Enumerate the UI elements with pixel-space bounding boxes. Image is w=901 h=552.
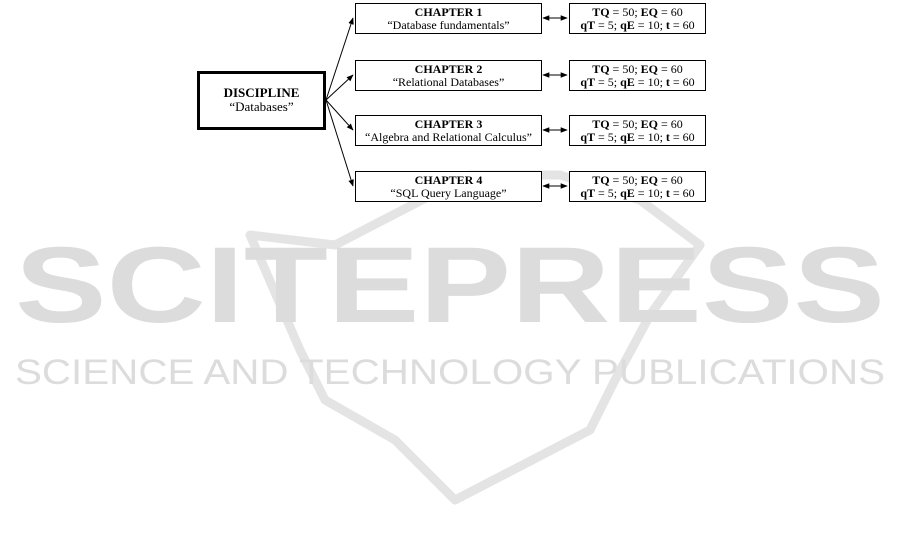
- param-symbol: t: [665, 186, 670, 200]
- chapter-title: CHAPTER 2: [414, 62, 483, 76]
- param-value: = 60: [669, 130, 695, 144]
- param-symbol: TQ: [592, 5, 610, 19]
- param-symbol: TQ: [592, 117, 610, 131]
- chapter-title: CHAPTER 1: [414, 5, 483, 19]
- param-value: = 5;: [595, 75, 621, 89]
- param-symbol: qE: [620, 18, 635, 32]
- param-value: = 50;: [609, 5, 641, 19]
- param-symbol: t: [665, 130, 670, 144]
- param-symbol: EQ: [640, 117, 658, 131]
- param-symbol: t: [665, 75, 670, 89]
- params-line-2: qT = 5; qE = 10; t = 60: [570, 187, 705, 200]
- params-box-1: TQ = 50; EQ = 60 qT = 5; qE = 10; t = 60: [569, 3, 706, 34]
- chapter-title: CHAPTER 4: [414, 173, 483, 187]
- arrow-to-chapter-2: [325, 74, 354, 101]
- chapter-box-3: CHAPTER 3 “Algebra and Relational Calcul…: [355, 115, 542, 146]
- arrow-to-chapter-3: [325, 99, 354, 131]
- param-value: = 60: [669, 75, 695, 89]
- params-line-1: TQ = 50; EQ = 60: [570, 63, 705, 76]
- params-line-2: qT = 5; qE = 10; t = 60: [570, 19, 705, 32]
- params-box-4: TQ = 50; EQ = 60 qT = 5; qE = 10; t = 60: [569, 171, 706, 202]
- param-value: = 10;: [634, 18, 666, 32]
- param-value: = 60: [669, 18, 695, 32]
- chapter-subtitle: “Algebra and Relational Calculus”: [365, 130, 532, 144]
- discipline-title: DISCIPLINE: [223, 85, 300, 100]
- chapter-subtitle: “Relational Databases”: [392, 75, 505, 89]
- param-value: = 10;: [634, 186, 666, 200]
- arrow-to-chapter-4: [325, 99, 354, 187]
- param-symbol: qE: [620, 75, 635, 89]
- params-box-2: TQ = 50; EQ = 60 qT = 5; qE = 10; t = 60: [569, 60, 706, 91]
- param-value: = 60: [658, 173, 683, 187]
- param-value: = 50;: [609, 117, 641, 131]
- param-value: = 10;: [634, 130, 666, 144]
- params-line-1: TQ = 50; EQ = 60: [570, 6, 705, 19]
- param-value: = 50;: [609, 62, 641, 76]
- param-symbol: qT: [580, 75, 595, 89]
- param-value: = 5;: [595, 18, 621, 32]
- chapter-subtitle: “Database fundamentals”: [387, 18, 510, 32]
- param-symbol: qT: [580, 186, 595, 200]
- params-line-1: TQ = 50; EQ = 60: [570, 118, 705, 131]
- chapter-title: CHAPTER 3: [414, 117, 483, 131]
- param-symbol: EQ: [640, 173, 658, 187]
- param-symbol: qT: [580, 18, 595, 32]
- param-value: = 10;: [634, 75, 666, 89]
- discipline-subtitle: “Databases”: [229, 99, 294, 114]
- params-box-3: TQ = 50; EQ = 60 qT = 5; qE = 10; t = 60: [569, 115, 706, 146]
- param-value: = 60: [658, 62, 683, 76]
- chapter-box-2: CHAPTER 2 “Relational Databases”: [355, 60, 542, 91]
- params-line-1: TQ = 50; EQ = 60: [570, 174, 705, 187]
- params-line-2: qT = 5; qE = 10; t = 60: [570, 76, 705, 89]
- param-symbol: EQ: [640, 62, 658, 76]
- param-value: = 60: [658, 5, 683, 19]
- param-symbol: TQ: [592, 62, 610, 76]
- param-value: = 60: [658, 117, 683, 131]
- params-line-2: qT = 5; qE = 10; t = 60: [570, 131, 705, 144]
- discipline-box: DISCIPLINE “Databases”: [197, 71, 326, 130]
- param-value: = 5;: [595, 130, 621, 144]
- param-symbol: qE: [620, 130, 635, 144]
- param-symbol: TQ: [592, 173, 610, 187]
- chapter-subtitle: “SQL Query Language”: [390, 186, 507, 200]
- chapter-box-1: CHAPTER 1 “Database fundamentals”: [355, 3, 542, 34]
- param-symbol: t: [665, 18, 670, 32]
- param-symbol: EQ: [640, 5, 658, 19]
- param-value: = 60: [669, 186, 695, 200]
- param-value: = 5;: [595, 186, 621, 200]
- chapter-box-4: CHAPTER 4 “SQL Query Language”: [355, 171, 542, 202]
- arrow-to-chapter-1: [325, 17, 354, 101]
- param-symbol: qE: [620, 186, 635, 200]
- param-value: = 50;: [609, 173, 641, 187]
- param-symbol: qT: [580, 130, 595, 144]
